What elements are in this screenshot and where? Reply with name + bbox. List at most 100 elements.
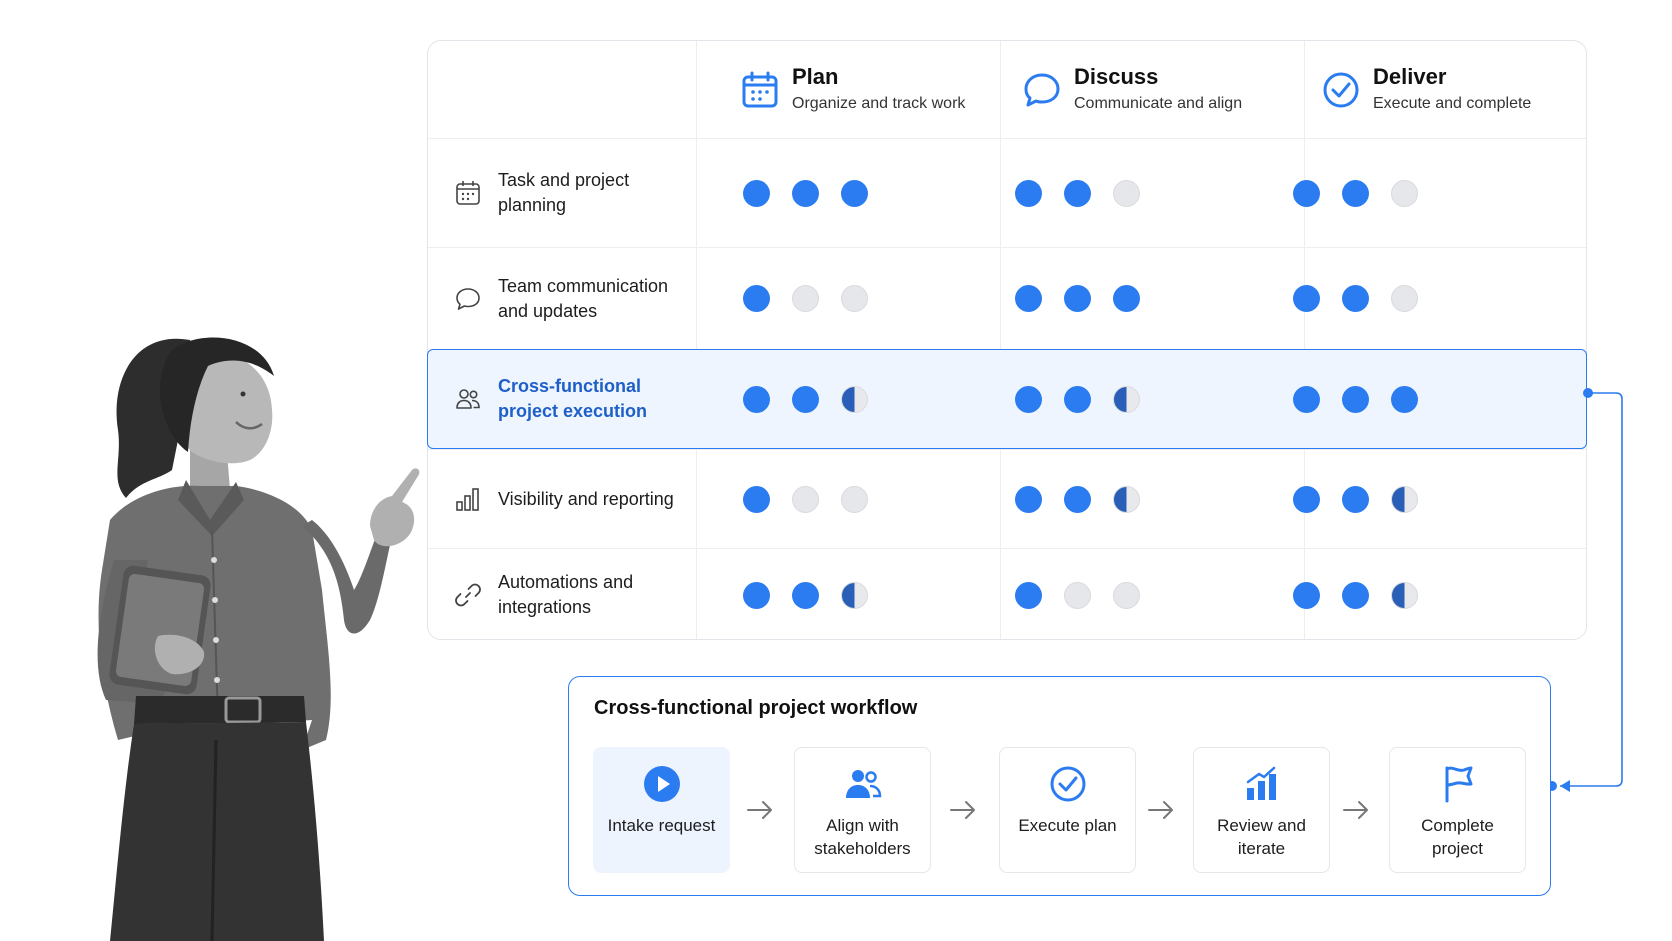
rating-dot-empty (792, 285, 819, 312)
rating-dot-full (1293, 285, 1320, 312)
row-label: Cross-functional project execution (498, 376, 648, 421)
rating-dot-full (1342, 285, 1369, 312)
column-title: Plan (792, 64, 839, 89)
rating-dot-empty (1391, 179, 1418, 207)
row-label: Team communication and updates (498, 275, 669, 321)
workflow-step-review[interactable]: Review and iterate (1193, 747, 1330, 873)
rating-dot-full (743, 179, 770, 207)
rating-dot-empty (841, 285, 868, 312)
rating-dot-full (1391, 385, 1418, 413)
rating-dot-full (792, 179, 819, 207)
feature-row: Task and project planning (428, 139, 1586, 247)
rating-dot-empty (1391, 285, 1418, 312)
rating-dots (1015, 248, 1140, 349)
column-title: Deliver (1373, 64, 1447, 89)
rating-dot-full (743, 385, 770, 413)
chat-bubble-icon (456, 287, 480, 310)
people-icon (845, 770, 881, 798)
rating-dot-full (743, 485, 770, 513)
step-label: Align with stakeholders (814, 816, 911, 858)
rating-dot-full (1342, 179, 1369, 207)
rating-dots (1293, 248, 1418, 349)
rating-dots (743, 248, 868, 349)
rating-dots (743, 549, 868, 641)
rating-dots (1015, 350, 1140, 448)
column-divider (1304, 41, 1305, 639)
rating-dots (1015, 549, 1140, 641)
rating-dot-half (1113, 385, 1140, 413)
check-circle-icon (1323, 72, 1359, 107)
workflow-step-intake[interactable]: Intake request (593, 747, 730, 873)
arrow-right-icon (1148, 801, 1173, 819)
row-divider (428, 548, 1586, 549)
column-header-plan: Plan Organize and track work (740, 41, 965, 138)
rating-dots (1293, 450, 1418, 548)
chat-bubble-icon (1024, 73, 1060, 106)
workflow-step-align[interactable]: Align with stakeholders (794, 747, 931, 873)
column-title: Discuss (1074, 64, 1159, 89)
link-icon (455, 583, 481, 607)
feature-comparison-table: Plan Organize and track work Discuss Com… (427, 40, 1587, 640)
people-icon (456, 389, 480, 409)
rating-dot-empty (1113, 581, 1140, 609)
rating-dot-empty (792, 485, 819, 513)
feature-row: Automations and integrations (428, 549, 1586, 641)
column-divider (1000, 41, 1001, 639)
step-label: Intake request (607, 816, 716, 835)
row-label: Task and project planning (498, 170, 630, 215)
rating-dot-empty (1064, 581, 1091, 609)
woman-pointing-illustration (97, 337, 420, 941)
column-subtitle: Execute and complete (1373, 95, 1532, 112)
workflow-step-complete[interactable]: Complete project (1389, 747, 1526, 873)
rating-dots (1293, 139, 1418, 247)
rating-dot-full (1293, 485, 1320, 513)
row-divider (428, 138, 1586, 139)
workflow-step-execute[interactable]: Execute plan (999, 747, 1136, 873)
arrow-right-icon (1343, 801, 1368, 819)
column-header-deliver: Deliver Execute and complete (1321, 41, 1531, 138)
rating-dot-full (743, 285, 770, 312)
rating-dot-half (1391, 485, 1418, 513)
rating-dot-full (1015, 179, 1042, 207)
feature-row: Team communication and updates (428, 248, 1586, 349)
row-divider (428, 247, 1586, 248)
calendar-icon (456, 181, 480, 205)
rating-dot-full (1342, 581, 1369, 609)
rating-dot-half (841, 581, 868, 609)
bar-chart-icon (1246, 766, 1276, 800)
column-header-discuss: Discuss Communicate and align (1022, 41, 1242, 138)
rating-dots (1293, 549, 1418, 641)
rating-dot-full (1064, 179, 1091, 207)
rating-dot-full (1015, 285, 1042, 312)
step-label: Execute plan (1018, 816, 1117, 835)
rating-dot-full (1293, 581, 1320, 609)
rating-dot-empty (1113, 179, 1140, 207)
rating-dot-full (1113, 285, 1140, 312)
bar-chart-icon (456, 488, 479, 511)
rating-dot-full (841, 179, 868, 207)
step-label: Complete project (1421, 816, 1494, 858)
rating-dot-full (1342, 485, 1369, 513)
rating-dot-full (1064, 385, 1091, 413)
rating-dot-half (1113, 485, 1140, 513)
rating-dot-full (792, 385, 819, 413)
calendar-icon (742, 71, 778, 107)
workflow-title: Cross-functional project workflow (594, 697, 918, 719)
step-label: Review and iterate (1217, 816, 1306, 858)
rating-dots (1015, 139, 1140, 247)
rating-dot-full (792, 581, 819, 609)
arrow-right-icon (950, 801, 975, 819)
row-label: Automations and integrations (498, 572, 634, 617)
rating-dots (743, 139, 868, 247)
arrow-right-icon (747, 801, 772, 819)
connector-arrowhead (1560, 780, 1570, 792)
rating-dot-full (1015, 385, 1042, 413)
rating-dot-full (1064, 285, 1091, 312)
rating-dot-half (841, 385, 868, 413)
row-divider (428, 449, 1586, 450)
row-label: Visibility and reporting (498, 488, 674, 509)
rating-dot-full (1342, 385, 1369, 413)
play-circle-icon (643, 766, 680, 802)
rating-dot-full (1015, 581, 1042, 609)
rating-dots (743, 350, 868, 448)
